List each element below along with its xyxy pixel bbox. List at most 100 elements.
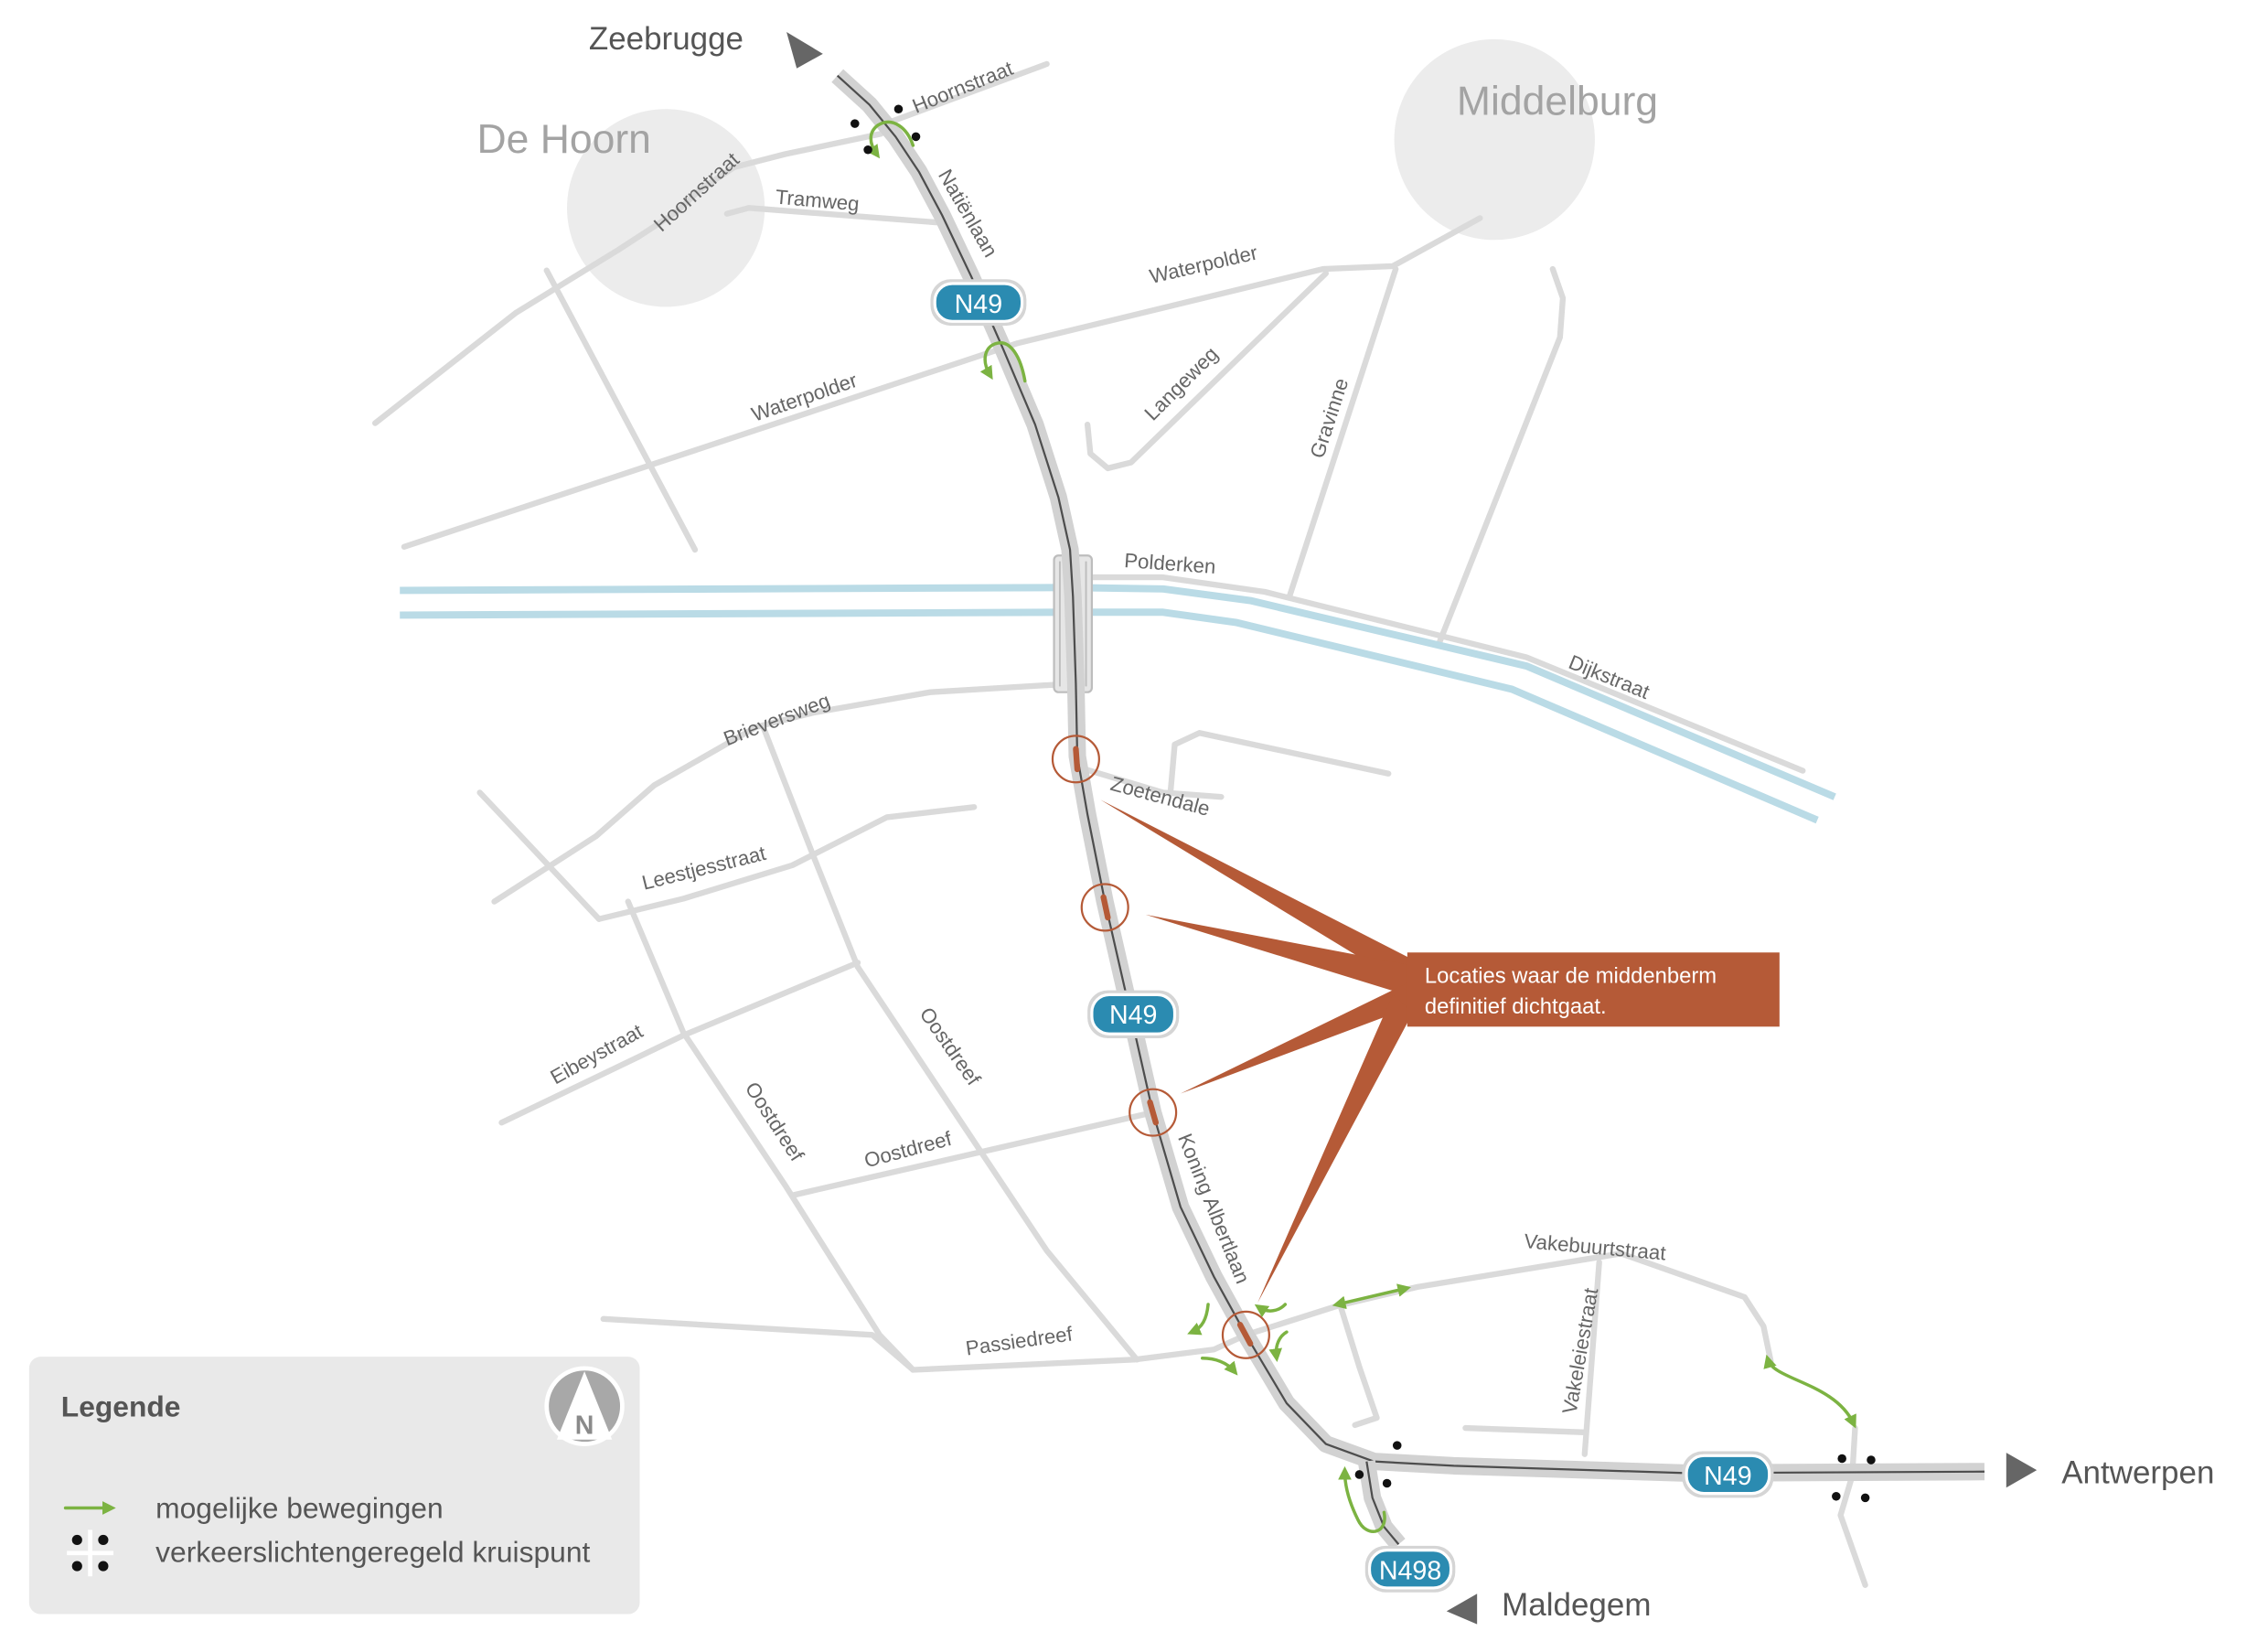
legend-label-movements: mogelijke bewegingen (155, 1492, 444, 1525)
movement-arrow-uturn-north (866, 120, 915, 159)
movement-arrow-two-way (1332, 1283, 1411, 1310)
compass-arrow (556, 1371, 613, 1440)
n49-badge-middle (1090, 993, 1177, 1035)
road-oostdreef-west (625, 898, 916, 1373)
n498-badge (1367, 1549, 1453, 1590)
road-short-link (1462, 1424, 1588, 1436)
label-oostdreef-south: Oostdreef (861, 1127, 955, 1173)
town-name-middelburg: Middelburg (1457, 80, 1658, 124)
label-waterpolder-west: Waterpolder (749, 369, 861, 426)
closure-segment (1147, 1099, 1160, 1126)
n49-badge-east-label: N49 (1704, 1462, 1751, 1491)
road-oostdreef-middle (760, 724, 1140, 1363)
legend-label-traffic-lights: verkeerslichtengeregeld kruispunt (155, 1535, 590, 1568)
traffic-light-dot (71, 1534, 82, 1546)
traffic-light-dot (1392, 1441, 1402, 1450)
road-de-hoorn-lane (543, 267, 699, 553)
closure-marker-oostdreef (1129, 1088, 1178, 1137)
n49-highway (831, 69, 1985, 1551)
traffic-light-dot (863, 145, 872, 155)
destination-zeebrugge: Zeebrugge (589, 21, 744, 57)
road-zoetendale (1077, 765, 1225, 800)
label-dijkstraat: Dijkstraat (1566, 650, 1653, 703)
direction-arrow-zeebrugge-icon (786, 31, 823, 69)
traffic-light-dot (1860, 1493, 1870, 1503)
callout-box (1407, 952, 1780, 1027)
callout-pointer (1145, 914, 1414, 996)
label-leestjesstraat: Leestjesstraat (639, 842, 768, 895)
n49-badge-east (1685, 1454, 1771, 1496)
traffic-light-dot (1382, 1478, 1392, 1488)
north-arrow-icon: N (544, 1366, 625, 1446)
road-gravinne (1286, 265, 1399, 599)
label-oostdreef-middle: Oostdreef (915, 1003, 986, 1090)
traffic-light-dot (1354, 1470, 1364, 1479)
town-names: De Hoorn Middelburg (476, 80, 1658, 162)
destination-maldegem: Maldegem (1502, 1587, 1651, 1623)
n49-badge-north-label: N49 (955, 290, 1002, 319)
canal-bank-north (400, 584, 1836, 800)
n49-badge-north (933, 282, 1024, 323)
canal-bank-south (400, 608, 1819, 824)
label-hoornstraat-east: Hoornstraat (909, 57, 1017, 118)
destinations: Zeebrugge Antwerpen Maldegem (589, 21, 2214, 1625)
label-oostdreef-west: Oostdreef (741, 1078, 809, 1165)
traffic-light-dot (911, 132, 921, 142)
traffic-light-dot (98, 1561, 109, 1572)
callout-line-2: definitief dichtgaat. (1425, 994, 1607, 1019)
closure-segment (1236, 1322, 1254, 1347)
n498-badge-label: N498 (1379, 1556, 1441, 1585)
closure-marker-passiedreef (1221, 1310, 1270, 1359)
movement-arrow-junction (1254, 1303, 1288, 1318)
road-hoornstraat-east (886, 60, 1050, 125)
traffic-lights (850, 104, 1876, 1503)
road-passiedreef-vakebuurtstraat (600, 1250, 1774, 1373)
closure-marker-zoetendale (1051, 735, 1100, 784)
movement-arrow-junction (1187, 1303, 1210, 1336)
road-leestjesstraat (595, 804, 978, 922)
town-areas (567, 38, 1595, 307)
traffic-light-dot (1832, 1492, 1841, 1501)
direction-arrow-maldegem-icon (1446, 1593, 1478, 1625)
legend-panel (28, 1357, 640, 1615)
road-hoornstraat-west (372, 131, 884, 426)
road-zoetendale-loop (1167, 730, 1392, 798)
canal (400, 584, 1836, 824)
traffic-light-dot (893, 104, 904, 113)
callout-pointer (1257, 994, 1414, 1304)
legend: Legende N mogelijke bewegingen verkeersl… (28, 1357, 640, 1615)
movement-arrows (866, 120, 1856, 1534)
compass-letter: N (575, 1411, 594, 1440)
town-area-de-hoorn (567, 109, 765, 307)
legend-title: Legende (61, 1390, 181, 1422)
destination-antwerpen: Antwerpen (2061, 1454, 2214, 1490)
n49-badge-middle-label: N49 (1109, 1001, 1157, 1030)
traffic-light-dot (1867, 1455, 1876, 1465)
road-waterpolder (401, 215, 1483, 550)
road-langeweg (1084, 270, 1330, 472)
traffic-light-junction-icon (67, 1529, 114, 1577)
road-eibeystraat (498, 960, 861, 1126)
median-closure-markers (1051, 735, 1270, 1359)
road-crossing-antwerpen (1837, 1424, 1868, 1588)
road-brieversweg (491, 680, 1079, 905)
road-vakeleiestraat (1581, 1259, 1602, 1457)
road-badges: N49 N49 N49 N498 (930, 279, 1774, 1593)
road-tramweg (723, 205, 941, 226)
local-roads (372, 60, 1868, 1588)
label-passiedreef: Passiedreef (964, 1322, 1075, 1359)
label-waterpolder-east: Waterpolder (1148, 241, 1260, 288)
traffic-light-dot (1837, 1454, 1846, 1464)
closure-segment (1100, 894, 1111, 921)
label-polderken: Polderken (1124, 549, 1217, 578)
traffic-light-dot (98, 1534, 109, 1546)
movement-arrow-uturn-waterpolder (979, 341, 1027, 383)
callout-pointer (1100, 799, 1414, 985)
label-brieversweg: Brieversweg (721, 689, 833, 750)
callout-pointer (1180, 982, 1414, 1094)
road-oostdreef-south (789, 1109, 1156, 1198)
movement-arrow-two-way-east (1763, 1354, 1856, 1429)
road-east-lane (1436, 265, 1567, 646)
callout: Locaties waar de middenberm definitief d… (1100, 799, 1780, 1304)
